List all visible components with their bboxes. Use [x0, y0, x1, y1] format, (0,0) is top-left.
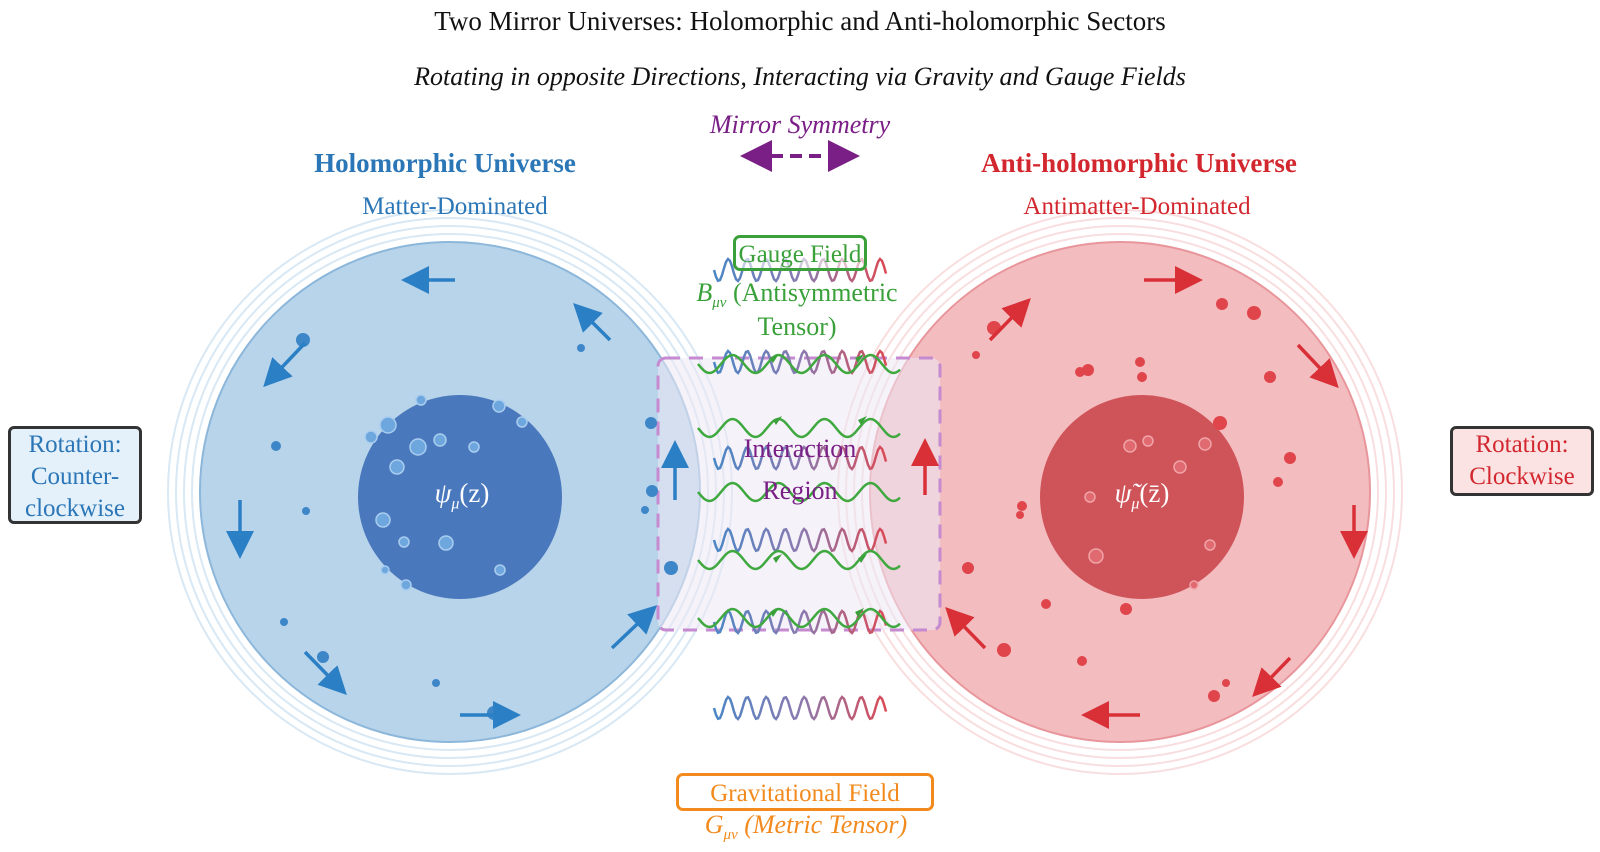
gauge-field-box: Gauge Field [733, 235, 867, 271]
right-rotation-arrows [911, 266, 1368, 729]
mirror-symmetry-label: Mirror Symmetry [709, 110, 891, 139]
left-rotation-line3: clockwise [25, 495, 125, 522]
gauge-wave-arrowheads [770, 354, 867, 617]
left-rotation-line1: Rotation: [28, 431, 122, 458]
right-universe-subtitle: Antimatter-Dominated [1023, 193, 1251, 220]
interaction-region-box [656, 356, 942, 632]
interaction-region-label-2: Region [762, 476, 838, 505]
left-universe-subtitle: Matter-Dominated [362, 193, 548, 220]
right-core-particles [1084, 435, 1216, 590]
right-rotation-line2: Clockwise [1469, 463, 1575, 490]
page-title: Two Mirror Universes: Holomorphic and An… [434, 6, 1166, 36]
left-rotation-arrows [226, 266, 689, 729]
right-rotation-line1: Rotation: [1475, 431, 1569, 458]
right-core [1040, 395, 1244, 599]
page-subtitle: Rotating in opposite Directions, Interac… [414, 62, 1186, 91]
left-universe-title: Holomorphic Universe [314, 148, 576, 178]
right-particles [962, 298, 1296, 702]
left-core-particles [364, 394, 528, 591]
gauge-field-desc-2: Tensor) [757, 312, 837, 341]
left-rotation-line2: Counter- [30, 463, 120, 490]
gauge-waves [697, 353, 901, 629]
gauge-field-tensor: Bμν (Antisymmetric [696, 278, 898, 312]
interaction-region-label-1: Interaction [743, 434, 857, 463]
left-core-label: ψμ(z) [434, 478, 490, 513]
gravitational-field-tensor: Gμν (Metric Tensor) [704, 810, 908, 844]
right-universe-title: Anti-holomorphic Universe [981, 148, 1297, 178]
right-rotation-box: Rotation: Clockwise [1450, 426, 1594, 496]
left-core [358, 395, 562, 599]
right-core-label: ψ̃μ(z̄) [1114, 478, 1170, 513]
left-rotation-box: Rotation: Counter- clockwise [8, 426, 142, 524]
gravitational-field-box: Gravitational Field [676, 773, 934, 811]
